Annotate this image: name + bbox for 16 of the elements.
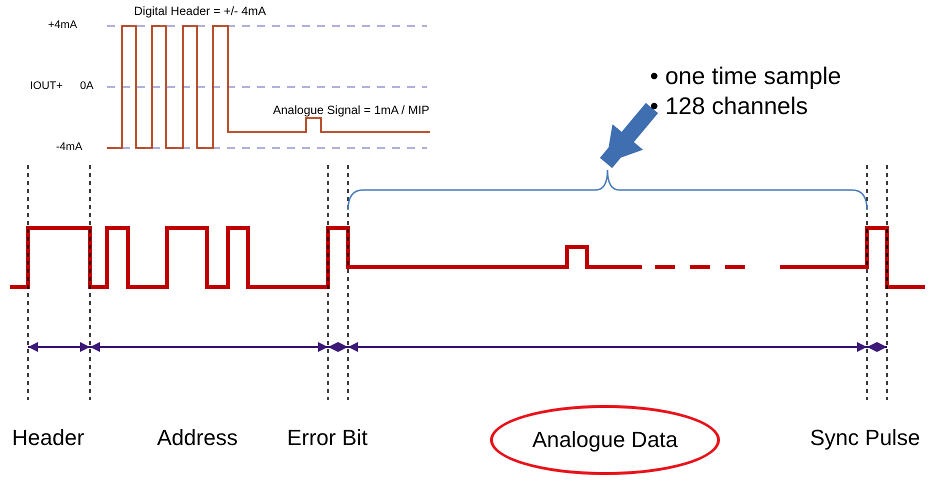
section-label: Header — [12, 425, 84, 451]
curly-brace — [347, 169, 868, 210]
axis-tick-label: 0A — [80, 80, 94, 92]
section-label: Sync Pulse — [810, 425, 920, 451]
bullet-item: • 128 channels — [650, 92, 809, 122]
highlight-ellipse — [490, 405, 720, 475]
axis-label: IOUT+ — [30, 80, 63, 92]
section-label: Error Bit — [287, 425, 368, 451]
signal-annotation: Analogue Signal = 1mA / MIP — [273, 103, 430, 117]
section-label: Analogue Data — [532, 427, 678, 453]
block-arrow — [600, 102, 658, 168]
section-label: Address — [157, 425, 238, 451]
axis-tick-label: +4mA — [48, 19, 78, 31]
axis-tick-label: -4mA — [56, 141, 82, 153]
header-annotation: Digital Header = +/- 4mA — [134, 4, 266, 18]
bullet-item: • one time sample — [650, 62, 842, 92]
